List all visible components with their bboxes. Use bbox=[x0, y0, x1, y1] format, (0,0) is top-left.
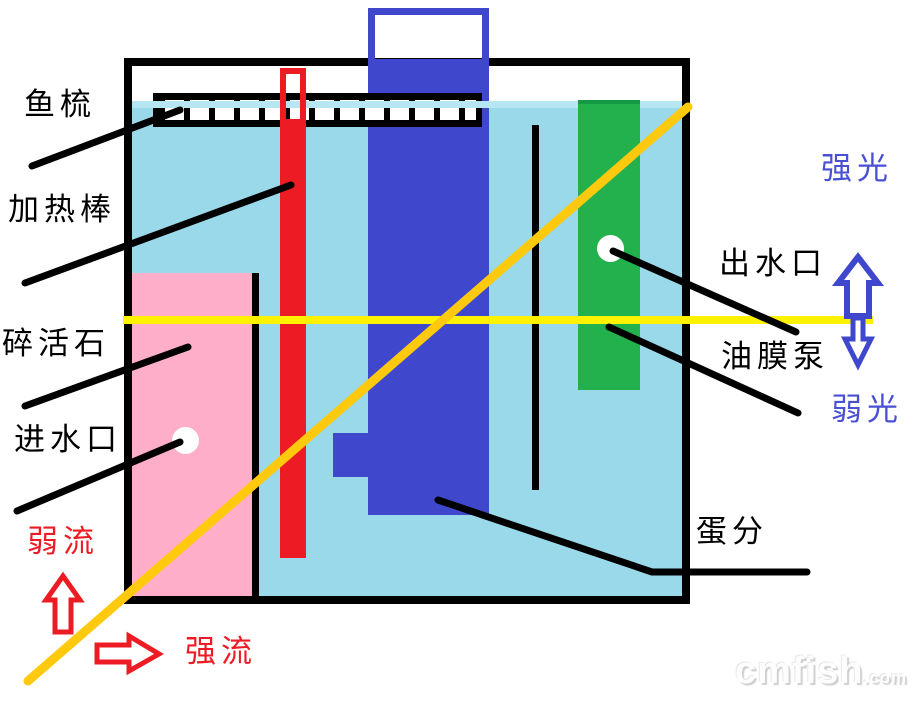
watermark: cmfish.com bbox=[735, 652, 907, 690]
protein-skimmer-label: 蛋分 bbox=[696, 514, 768, 549]
crushed-rock-label: 碎活石 bbox=[2, 326, 110, 361]
strong-flow-label: 强流 bbox=[185, 634, 257, 669]
weak-light-label: 弱光 bbox=[831, 392, 903, 427]
strong-light-label: 强光 bbox=[821, 151, 893, 186]
weak-flow-up-arrow-icon bbox=[41, 571, 85, 635]
strong-flow-right-arrow-icon bbox=[94, 631, 164, 676]
watermark-main: cmfish bbox=[735, 650, 864, 692]
oil-film-pump-label: 油膜泵 bbox=[721, 339, 829, 374]
horizontal-flow-line bbox=[123, 316, 873, 324]
skimmer-collection-cup bbox=[368, 8, 489, 66]
weak-light-down-arrow-icon bbox=[840, 315, 876, 371]
strong-light-up-arrow-icon bbox=[831, 252, 885, 319]
fish-comb-label: 鱼梳 bbox=[24, 87, 96, 122]
weak-flow-label: 弱流 bbox=[27, 524, 99, 559]
heater-label: 加热棒 bbox=[8, 192, 116, 227]
inlet-label: 进水口 bbox=[14, 422, 122, 457]
oil-film-pump-top-edge bbox=[578, 100, 640, 104]
watermark-suffix: .com bbox=[863, 668, 908, 687]
tank-outline bbox=[124, 58, 690, 604]
outlet-label: 出水口 bbox=[719, 246, 827, 281]
